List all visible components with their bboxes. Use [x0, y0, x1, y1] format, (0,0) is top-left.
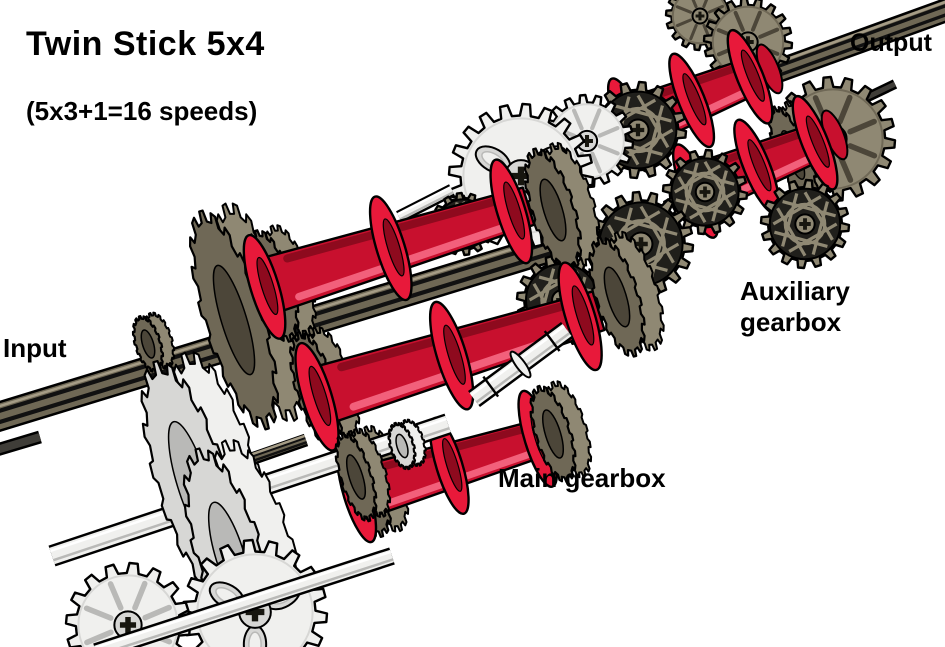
main-gearbox-label: Main gearbox	[498, 463, 666, 493]
page-title: Twin Stick 5x4	[26, 25, 265, 63]
input-label: Input	[3, 333, 67, 363]
auxiliary-gearbox-assembly	[515, 0, 897, 347]
speeds-subtitle: (5x3+1=16 speeds)	[26, 96, 258, 126]
main-gearbox-assembly	[242, 141, 665, 544]
auxiliary-gearbox-label: Auxiliary gearbox	[740, 276, 850, 337]
output-label: Output	[850, 29, 932, 57]
countershaft-gears	[48, 351, 452, 647]
